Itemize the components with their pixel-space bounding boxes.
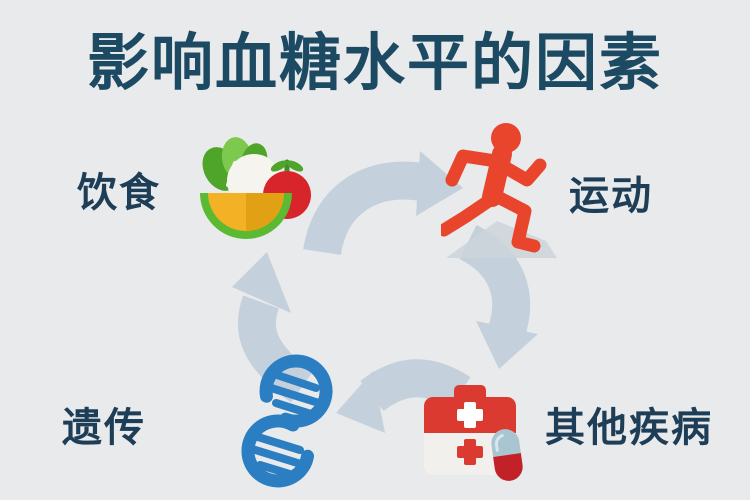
dna-bottom-loop [241,414,314,488]
dna-top-loop [259,354,333,428]
label-diet: 饮食 [77,171,161,215]
red-cross [457,439,483,465]
running-person-icon [441,123,547,253]
label-other-diseases: 其他疾病 [545,406,713,450]
food-bowl-icon [200,137,311,239]
runner-back-leg [441,191,500,237]
runner-front-leg [487,188,541,253]
label-exercise: 运动 [569,174,653,218]
runner-back-arm [445,149,503,187]
white-cross [457,402,483,428]
arrow-diseases-to-genetics [336,359,471,433]
arrow-diet-to-exercise [303,151,463,256]
pill-capsule [491,429,523,481]
bowl [200,193,292,239]
runner-front-arm [494,158,547,187]
first-aid-kit-icon [424,385,523,481]
dna-icon [241,354,333,488]
page-title: 影响血糖水平的因素 [86,29,663,98]
label-genetics: 遗传 [62,406,146,450]
